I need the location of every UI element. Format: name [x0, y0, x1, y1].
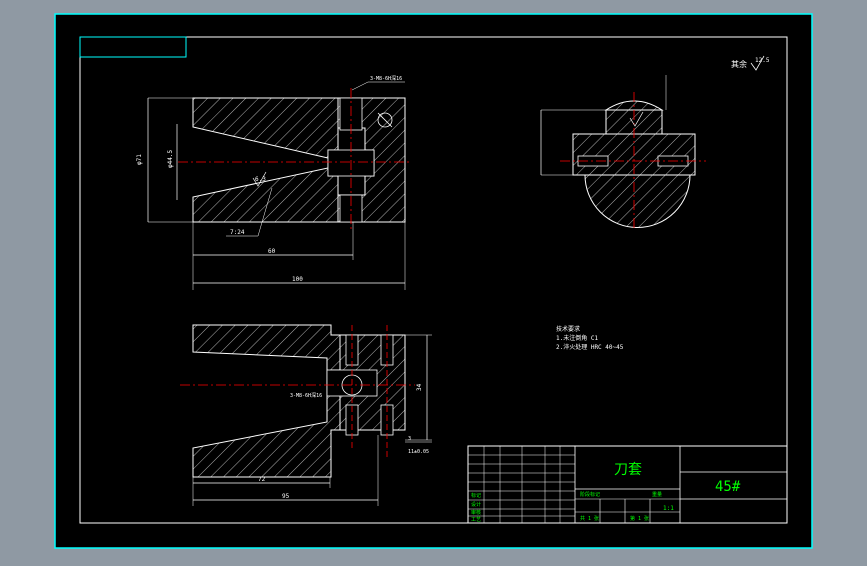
tb-label-review: 审核 — [471, 509, 481, 516]
tech-note-2: 2.淬火处理 HRC 40~45 — [556, 343, 624, 351]
dim-len-total: 100 — [292, 276, 303, 283]
side-section-view — [540, 75, 706, 230]
technical-notes: 技术要求 1.未注倒角 C1 2.淬火处理 HRC 40~45 — [556, 325, 624, 351]
front-section-view — [147, 81, 412, 290]
dim-right: 3 — [408, 436, 411, 442]
tb-scale: 1:1 — [663, 505, 674, 512]
inner-frame — [79, 36, 788, 524]
tb-label-mark: 标记 — [471, 492, 481, 499]
dim-len-mid: 60 — [268, 248, 276, 255]
top-section-view — [180, 324, 432, 506]
svg-text:12.5: 12.5 — [755, 57, 770, 64]
dim-right-2: 11±0.05 — [408, 449, 429, 455]
tb-part-name: 刀套 — [614, 462, 642, 478]
svg-text:其余: 其余 — [731, 59, 747, 69]
code-box — [79, 36, 187, 58]
tb-sheet-label: 共 1 张 — [580, 515, 599, 522]
tb-sheet-label-2: 第 1 张 — [630, 515, 649, 522]
roughness-note: 其余 12.5 — [731, 55, 770, 71]
dim-taper: 7:24 — [230, 229, 245, 236]
dim-thread-callout-2: 3-M8-6H深16 — [290, 392, 322, 399]
dim-bottom-height: 34 — [416, 383, 423, 391]
outer-border — [54, 13, 813, 549]
dim-dia-outer: φ71 — [136, 154, 143, 165]
dim-dia-cone: φ44.5 — [167, 150, 174, 168]
dim-roughness: 6.3 — [255, 176, 266, 183]
tb-weight-label: 重量 — [652, 491, 662, 498]
dim-thread-callout: 3-M8-6H深16 — [370, 75, 402, 82]
tb-label-design: 设计 — [471, 501, 481, 508]
tech-note-1: 1.未注倒角 C1 — [556, 334, 598, 342]
drawing-sheet — [55, 14, 812, 548]
dim-bottom-len-b: 95 — [282, 493, 290, 500]
tech-note-heading: 技术要求 — [556, 325, 580, 333]
tb-label-process: 工艺 — [471, 517, 481, 523]
tb-stage-label: 阶段标记 — [580, 491, 600, 498]
tb-material: 45# — [715, 479, 741, 495]
title-block: 标记 设计 审核 工艺 阶段标记 重量 共 1 张 第 1 张 1:1 刀套 4… — [467, 445, 788, 524]
dim-bottom-len-a: 72 — [258, 476, 266, 483]
